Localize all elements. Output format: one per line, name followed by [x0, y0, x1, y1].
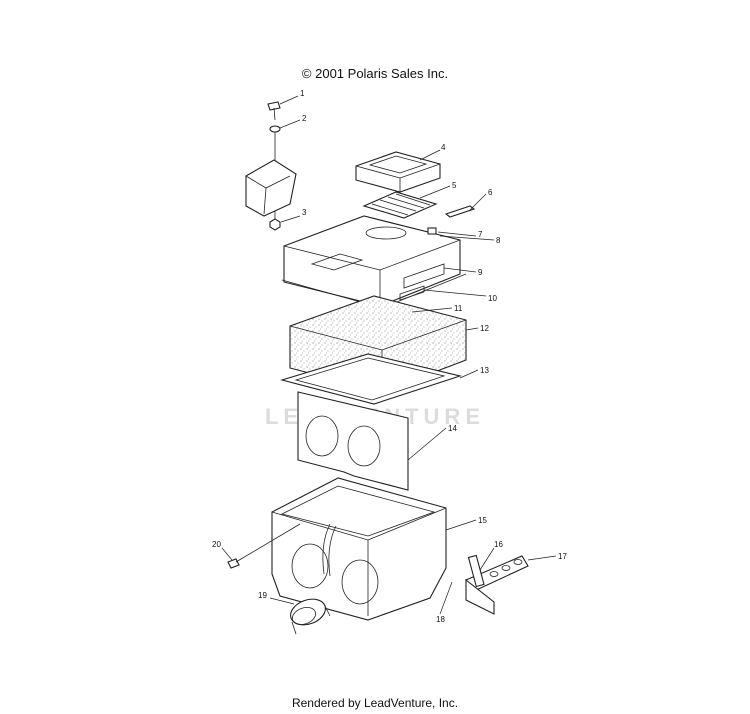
- callout-13: 13: [480, 366, 489, 375]
- callout-2: 2: [302, 114, 307, 123]
- part-5-screen: [362, 191, 438, 219]
- callout-19: 19: [258, 591, 267, 600]
- callout-labels: 1 2 3 4 5 6 7 8 9 10 11 12 13 14 15 16 1…: [212, 89, 567, 624]
- callout-6: 6: [488, 188, 493, 197]
- part-1-bolt: [267, 101, 281, 121]
- part-13-gasket-plate: [279, 353, 463, 405]
- callout-17: 17: [558, 552, 567, 561]
- callout-8: 8: [496, 236, 501, 245]
- callout-20: 20: [212, 540, 221, 549]
- part-14-cage-plate: [297, 391, 409, 491]
- callout-10: 10: [488, 294, 497, 303]
- part-airbox-lid: [281, 215, 467, 309]
- part-6-strip: [444, 205, 476, 218]
- part-19-coupler: [290, 598, 331, 635]
- part-3-nut: [269, 218, 281, 231]
- part-4-filter-block: [355, 151, 441, 193]
- callout-5: 5: [452, 181, 457, 190]
- part-16-17-18-bracket: [465, 554, 529, 615]
- copyright-notice: © 2001 Polaris Sales Inc.: [301, 66, 449, 81]
- callout-1: 1: [300, 89, 305, 98]
- callout-15: 15: [478, 516, 487, 525]
- part-15-airbox-base: [271, 477, 447, 621]
- callout-18: 18: [436, 615, 445, 624]
- callout-14: 14: [448, 424, 457, 433]
- part-2-washer: [269, 125, 281, 133]
- callout-4: 4: [441, 143, 446, 152]
- callout-9: 9: [478, 268, 483, 277]
- footer-credit: Rendered by LeadVenture, Inc.: [291, 696, 459, 710]
- callout-7: 7: [478, 230, 483, 239]
- callout-16: 16: [494, 540, 503, 549]
- part-cover-bracket: [245, 159, 297, 217]
- part-20-bolt: [227, 523, 301, 569]
- leader-lines: [221, 95, 557, 615]
- callout-11: 11: [454, 304, 463, 313]
- callout-3: 3: [302, 208, 307, 217]
- callout-12: 12: [480, 324, 489, 333]
